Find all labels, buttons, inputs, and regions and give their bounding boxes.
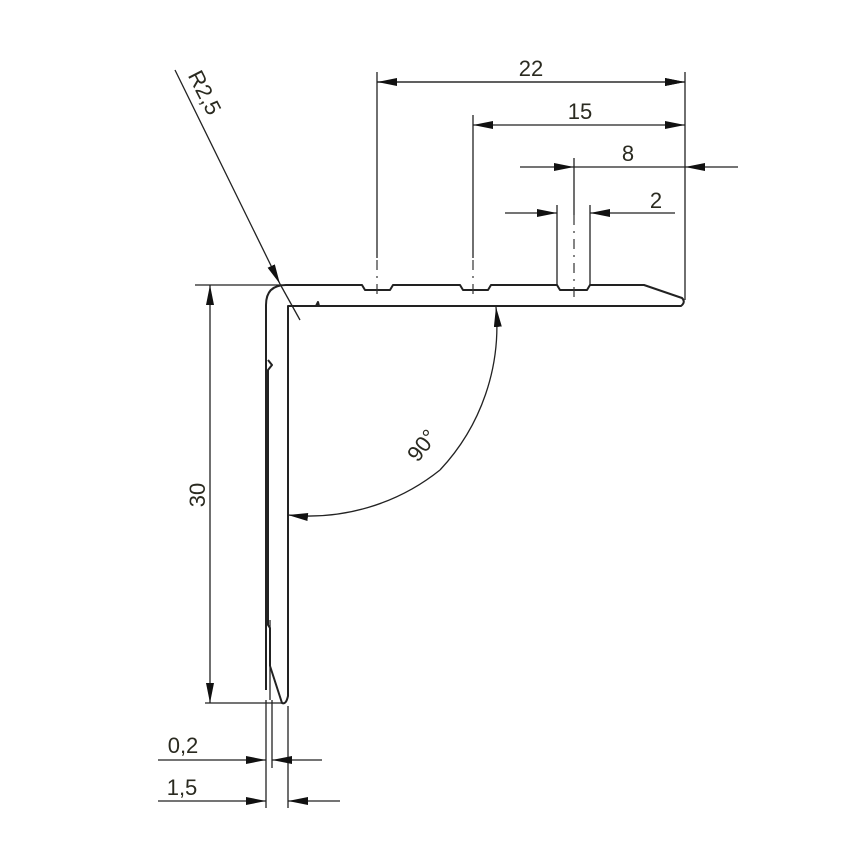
dimension-lines (158, 69, 738, 805)
dim-22-label: 22 (519, 56, 543, 81)
dim-1-5-label: 1,5 (167, 775, 198, 800)
dim-0-2-label: 0,2 (168, 733, 199, 758)
dim-30-label: 30 (185, 483, 210, 507)
dim-8-label: 8 (622, 141, 634, 166)
angle-label: 90° (402, 425, 442, 467)
dim-2-label: 2 (650, 188, 662, 213)
radius-label: R2,5 (183, 66, 226, 119)
dim-15-label: 15 (568, 99, 592, 124)
profile-outline (265, 284, 685, 705)
